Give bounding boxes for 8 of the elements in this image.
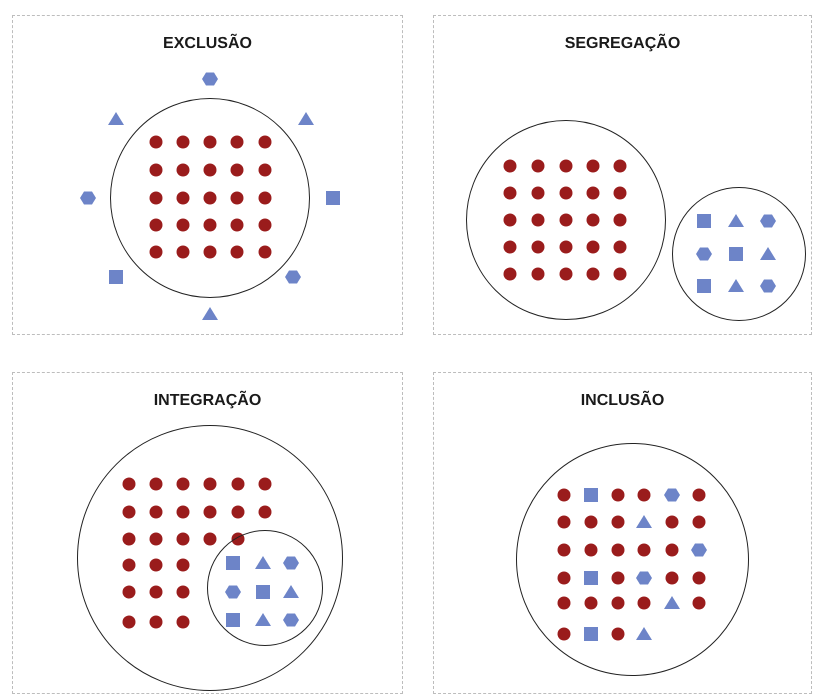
panel-title: INCLUSÃO bbox=[580, 390, 664, 411]
panel-title: INTEGRAÇÃO bbox=[154, 390, 262, 411]
panel bbox=[433, 15, 812, 335]
panel-title: SEGREGAÇÃO bbox=[564, 32, 680, 54]
panel bbox=[12, 15, 403, 335]
panel bbox=[433, 372, 812, 694]
panel bbox=[12, 372, 403, 694]
panel-title: EXCLUSÃO bbox=[163, 32, 252, 54]
